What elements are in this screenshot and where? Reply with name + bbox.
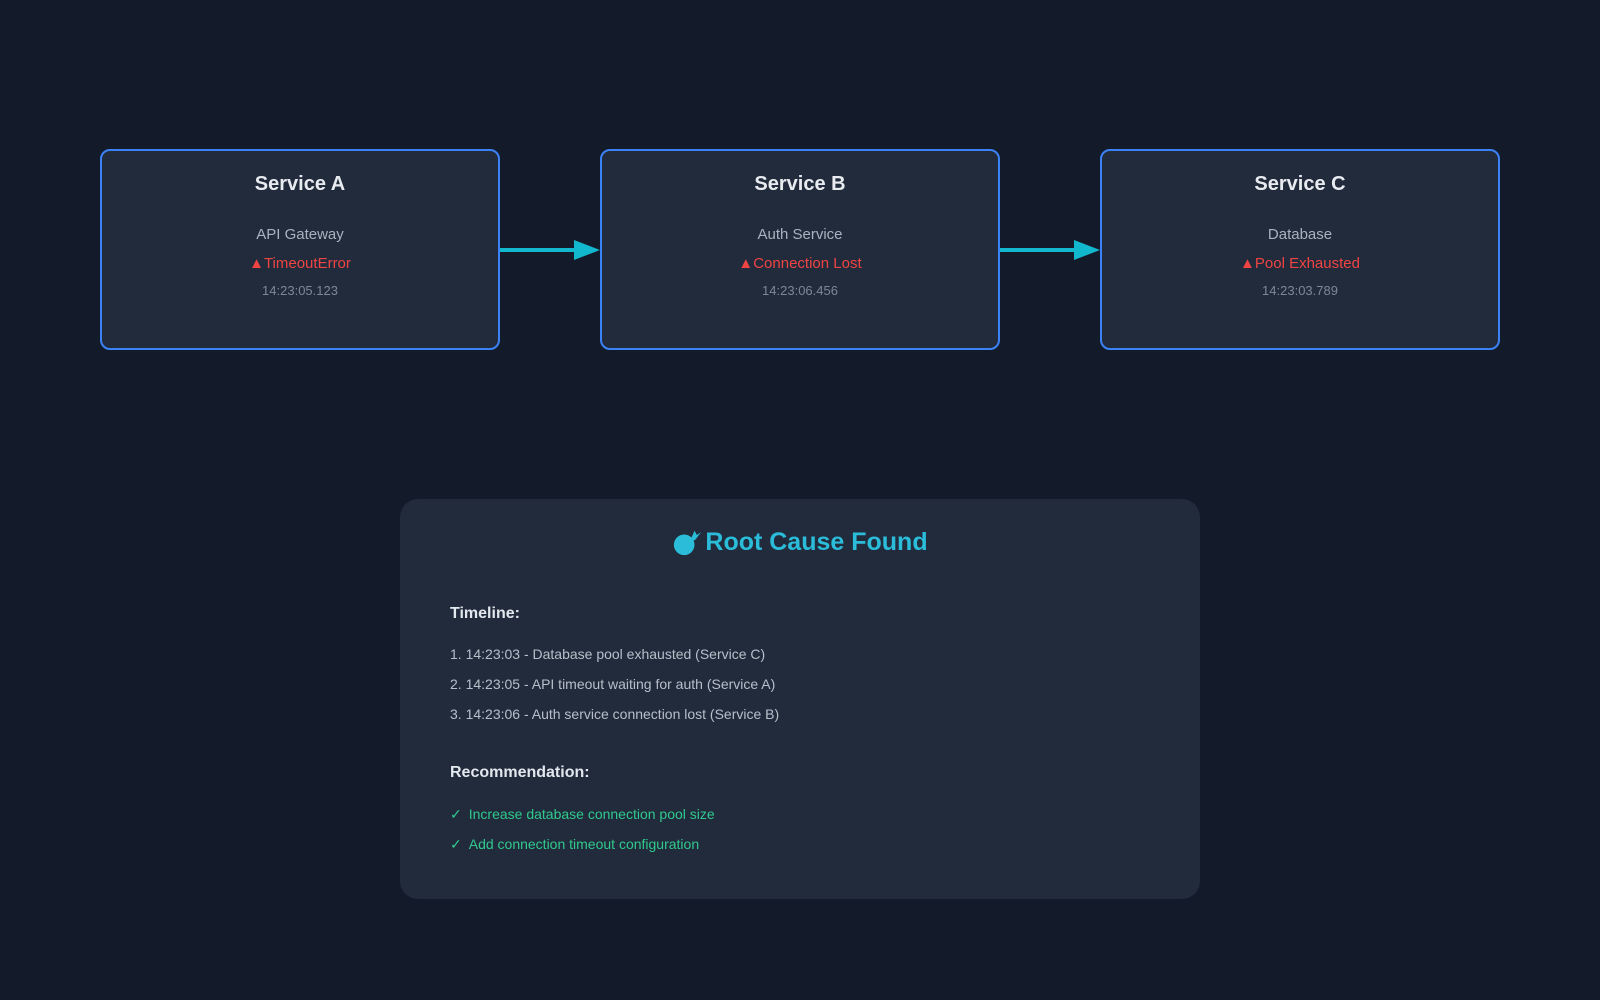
recommendation-label: Add connection timeout configuration (468, 836, 700, 852)
flow-arrow-a-to-b (500, 240, 600, 260)
recommendation-label: Increase database connection pool size (468, 806, 715, 822)
error-label: TimeoutError (263, 255, 351, 272)
panel-title: Root Cause Found (705, 528, 928, 556)
recommendation-heading: Recommendation: (450, 764, 590, 781)
service-name: Service C (1254, 173, 1346, 195)
timeline-heading: Timeline: (450, 605, 520, 622)
service-error: ▲ Pool Exhausted (1240, 252, 1360, 276)
panel-title-row: Root Cause Found (450, 526, 1150, 558)
timeline-item: 2. 14:23:05 - API timeout waiting for au… (450, 676, 776, 692)
service-role: Database (1267, 226, 1333, 243)
error-label: Connection Lost (753, 255, 862, 272)
recommendation-item: ✓ Increase database connection pool size (450, 803, 1150, 825)
warning-triangle-icon: ▲ (738, 255, 754, 272)
magnifier-icon (674, 530, 702, 556)
check-icon: ✓ (450, 806, 462, 822)
flow-arrow-b-to-c (1000, 240, 1100, 260)
service-name: Service A (254, 173, 346, 195)
service-role: API Gateway (256, 226, 344, 243)
service-role: Auth Service (757, 226, 843, 243)
warning-triangle-icon: ▲ (249, 255, 264, 272)
recommendation-item: ✓ Add connection timeout configuration (450, 833, 1150, 855)
service-name: Service B (754, 173, 846, 195)
error-label: Pool Exhausted (1254, 255, 1360, 272)
error-timestamp: 14:23:05.123 (262, 283, 338, 298)
error-timestamp: 14:23:03.789 (1262, 283, 1338, 298)
timeline-item: 3. 14:23:06 - Auth service connection lo… (450, 706, 780, 722)
service-node-a[interactable]: Service A API Gateway ▲ TimeoutError 14:… (100, 149, 500, 350)
service-error: ▲ TimeoutError (249, 252, 351, 276)
check-icon: ✓ (450, 836, 462, 852)
service-node-b[interactable]: Service B Auth Service ▲ Connection Lost… (600, 149, 1000, 350)
timeline-item: 1. 14:23:03 - Database pool exhausted (S… (450, 646, 766, 662)
service-error: ▲ Connection Lost (738, 252, 861, 276)
error-timestamp: 14:23:06.456 (762, 283, 838, 298)
warning-triangle-icon: ▲ (1240, 255, 1255, 272)
service-node-c[interactable]: Service C Database ▲ Pool Exhausted 14:2… (1100, 149, 1500, 350)
root-cause-panel: Root Cause Found Timeline: 1. 14:23:03 -… (400, 499, 1200, 899)
